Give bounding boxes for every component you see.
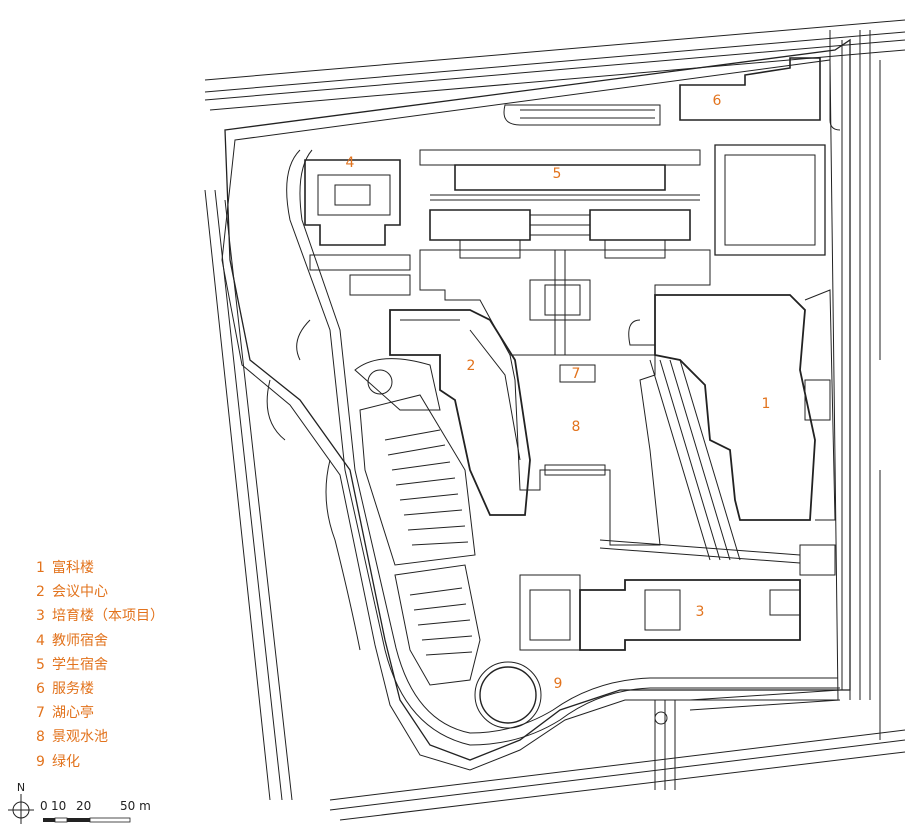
top-road (204, 19, 906, 111)
scale-label-20: 20 (76, 799, 92, 813)
building-1 (654, 294, 816, 521)
bottom-road (329, 729, 906, 821)
scale-label-50: 50 m (120, 799, 151, 813)
site-boundary (224, 38, 851, 761)
parking-south (394, 564, 481, 686)
label-8: 8 (571, 419, 581, 435)
right-road (859, 30, 881, 740)
north-letter: N (17, 781, 25, 794)
ne-block (714, 144, 826, 256)
label-5: 5 (552, 166, 562, 182)
label-1: 1 (761, 396, 771, 412)
scale-label-0: 0 (40, 799, 48, 813)
building-3 (579, 579, 801, 651)
lake-pavilion (559, 364, 596, 383)
scale-bar (43, 817, 131, 823)
left-road (204, 189, 293, 801)
green-curves (266, 319, 361, 651)
parking-north (359, 394, 476, 566)
west-loop-road (286, 149, 840, 746)
label-3: 3 (695, 604, 705, 620)
landscape-pond (509, 354, 661, 546)
building-2 (389, 309, 531, 516)
north-arrow-icon: N (8, 781, 34, 824)
label-7: 7 (571, 366, 581, 382)
west-loop-road-2 (299, 149, 838, 734)
label-9: 9 (553, 676, 563, 692)
label-2: 2 (466, 358, 476, 374)
building-4 (304, 159, 401, 246)
building-6 (679, 57, 821, 121)
label-4: 4 (345, 155, 355, 171)
label-6: 6 (712, 93, 722, 109)
scale-label-10: 10 (51, 799, 67, 813)
right-road-2 (841, 40, 851, 700)
inner-boundary (221, 59, 839, 771)
green-circle (479, 666, 537, 724)
